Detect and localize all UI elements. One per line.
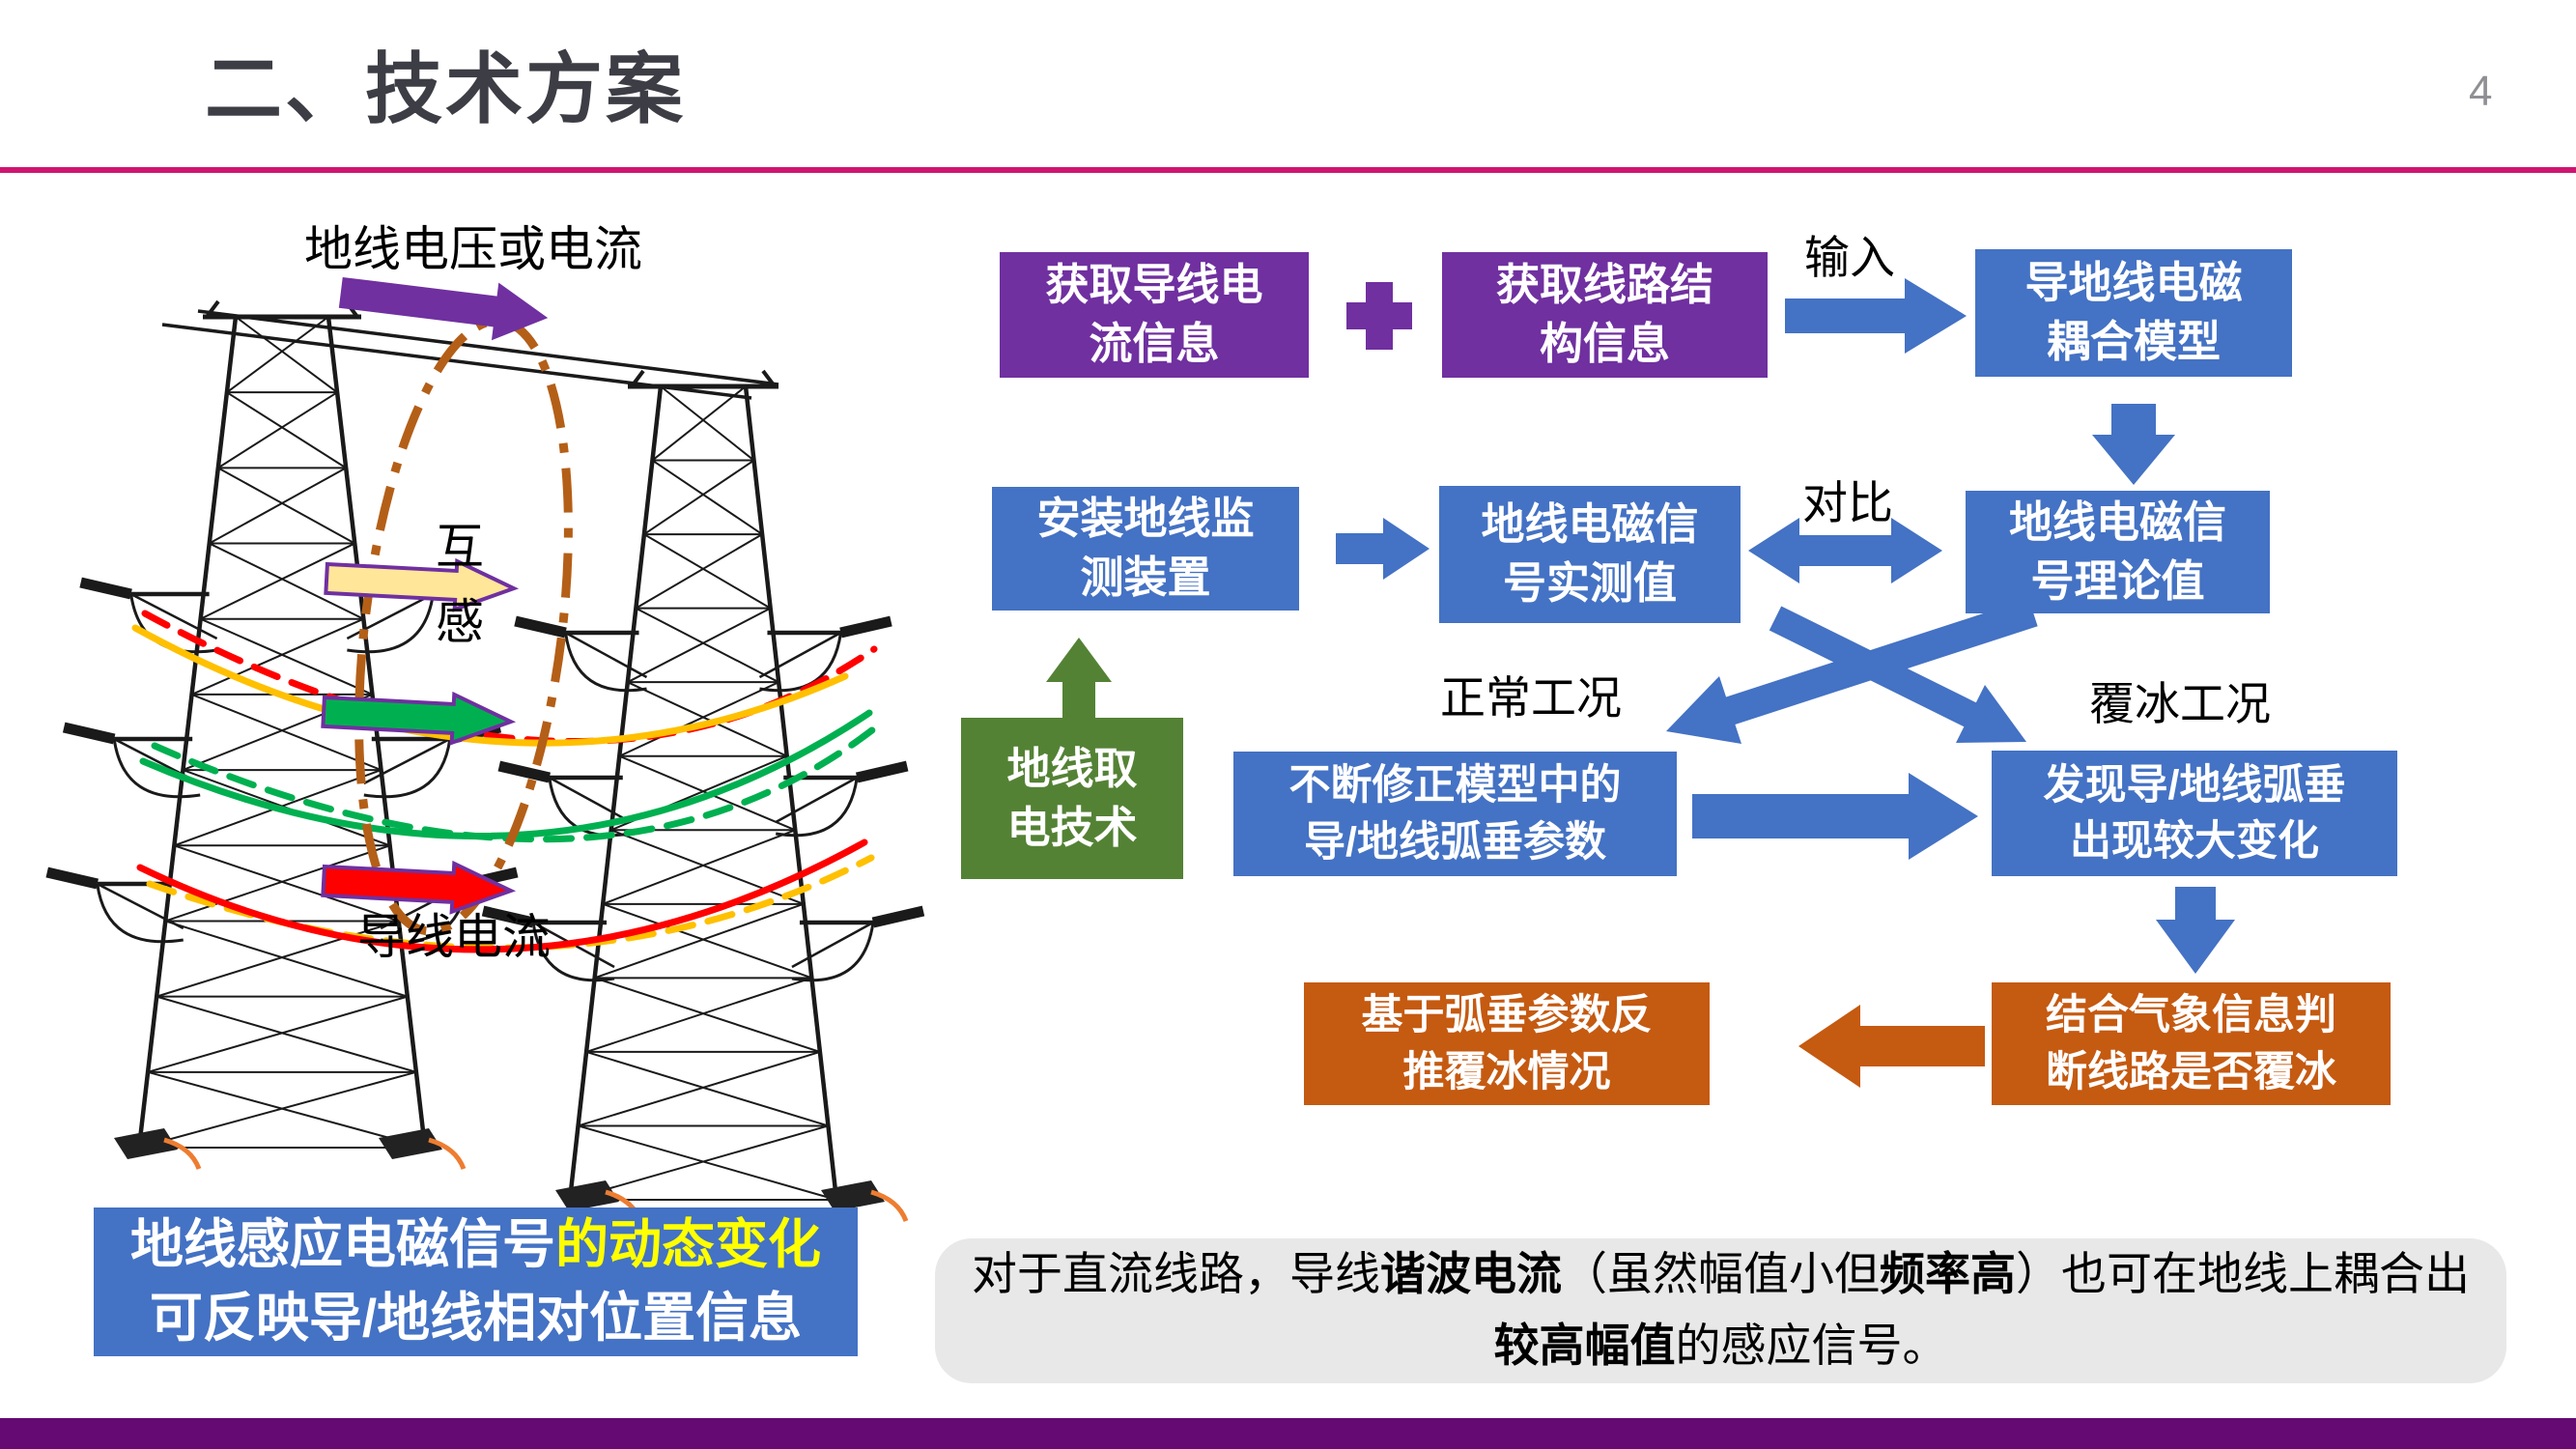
input-arrow (1785, 278, 1967, 354)
caption-line1-highlight: 的动态变化 (555, 1214, 822, 1275)
normal-condition-label: 正常工况 (1440, 674, 1622, 724)
phase-arrow-green (321, 691, 517, 746)
conductor-current-label: 导线电流 (357, 910, 551, 964)
input-label: 输入 (1804, 234, 1895, 284)
found-down-arrow (2156, 887, 2235, 974)
flow-box-power-tapping: 地线取 电技术 (961, 718, 1183, 879)
flow-box-get-conductor-current: 获取导线电 流信息 (1000, 252, 1309, 378)
tower-footings (114, 1128, 909, 1222)
footer-bar (0, 1418, 2576, 1449)
page-number: 4 (2469, 68, 2493, 115)
ground-wire-current-arrow (338, 276, 549, 341)
monitor-right-arrow (1336, 518, 1430, 580)
flow-box-judge-icing: 结合气象信息判 断线路是否覆冰 (1992, 982, 2391, 1105)
caption-line2: 可反映导/地线相对位置信息 (149, 1288, 803, 1348)
dc-line-note-text: 对于直流线路，导线谐波电流（虽然幅值小但频率高）也可在地线上耦合出较高幅值的感应… (972, 1248, 2470, 1372)
ground-wires (161, 309, 779, 400)
page-title: 二、技术方案 (205, 46, 686, 132)
flow-arrows (1046, 278, 2235, 1088)
flow-box-install-monitor: 安装地线监 测装置 (992, 487, 1299, 611)
green-conductor (139, 709, 873, 840)
dc-line-note-box: 对于直流线路，导线谐波电流（虽然幅值小但频率高）也可在地线上耦合出较高幅值的感应… (935, 1238, 2506, 1383)
transmission-towers (45, 299, 925, 1201)
compare-label: 对比 (1802, 479, 1893, 529)
power-tapping-up-arrow (1046, 638, 1112, 718)
flow-box-correct-model: 不断修正模型中的 导/地线弧垂参数 (1233, 752, 1677, 876)
yellow-conductor (131, 624, 849, 747)
green-dashed-conductor (151, 723, 881, 843)
flow-box-theoretical-value: 地线电磁信 号理论值 (1966, 491, 2270, 613)
phase-arrow-yellow (324, 557, 520, 612)
red-conductor (136, 838, 868, 953)
compare-double-arrow (1748, 518, 1942, 583)
flow-box-found-change: 发现导/地线弧垂 出现较大变化 (1992, 751, 2397, 876)
correct-to-found-arrow (1692, 773, 1978, 860)
plus-icon (1346, 282, 1412, 350)
mutual-inductance-ellipse (354, 316, 573, 936)
ground-wire-voltage-label: 地线电压或电流 (304, 222, 642, 276)
flow-box-infer-icing: 基于弧垂参数反 推覆冰情况 (1304, 982, 1710, 1105)
judge-to-infer-arrow (1798, 1005, 1985, 1088)
title-underline-rule (0, 167, 2576, 173)
icing-condition-label: 覆冰工况 (2089, 680, 2271, 730)
caption-line1-white: 地线感应电磁信号 (129, 1214, 555, 1275)
phase-arrow-red (321, 860, 517, 915)
flow-box-measured-value: 地线电磁信 号实测值 (1439, 486, 1741, 623)
mutual-inductance-label: 互 感 (436, 520, 484, 649)
flow-box-coupling-model: 导地线电磁 耦合模型 (1975, 249, 2292, 377)
icing-condition-diagonal-arrow (1769, 606, 2026, 743)
caption-line1: 地线感应电磁信号的动态变化 (130, 1208, 821, 1282)
conclusion-caption-box: 地线感应电磁信号的动态变化 可反映导/地线相对位置信息 (94, 1208, 858, 1356)
flow-box-get-line-structure: 获取线路结 构信息 (1442, 252, 1768, 378)
model-down-arrow (2092, 404, 2175, 485)
